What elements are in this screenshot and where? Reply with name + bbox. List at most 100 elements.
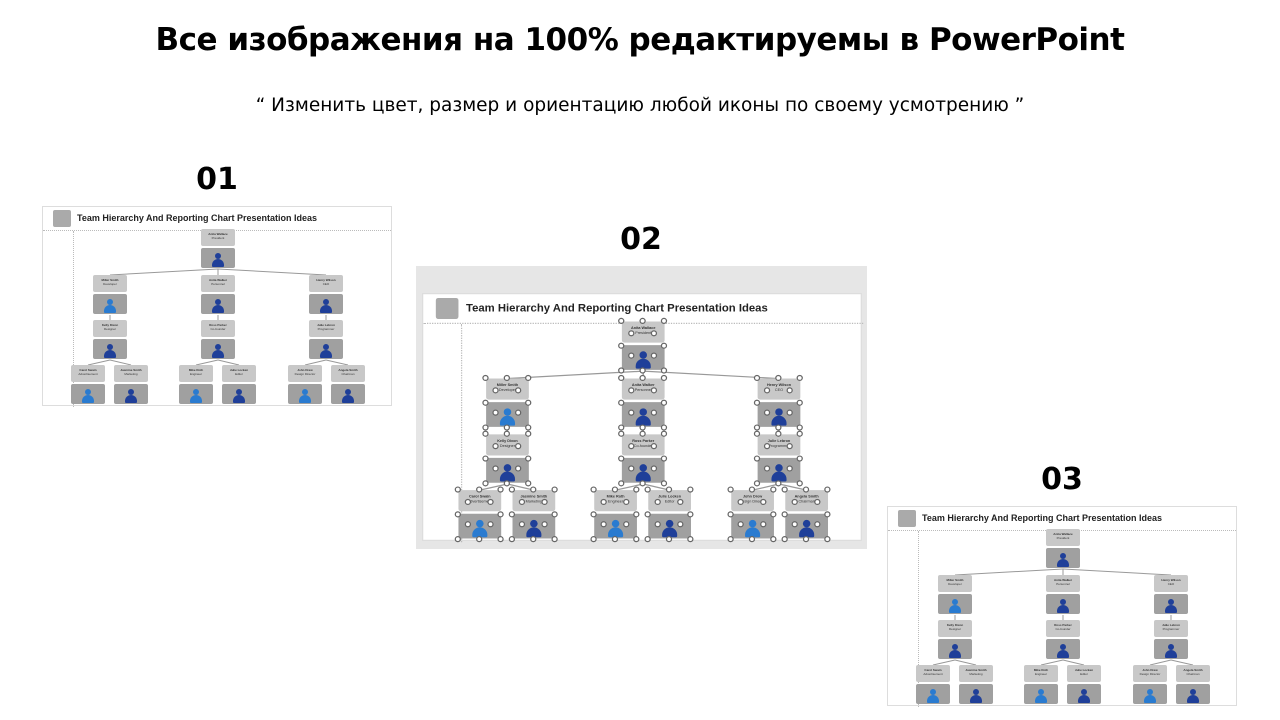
selection-handle[interactable] xyxy=(753,424,761,431)
selection-handle[interactable] xyxy=(796,430,803,437)
selection-handle[interactable] xyxy=(650,330,658,337)
selection-handle[interactable] xyxy=(775,374,782,382)
selection-handle[interactable] xyxy=(618,342,625,349)
selection-handle[interactable] xyxy=(497,536,504,543)
selection-handle[interactable] xyxy=(802,536,810,543)
selection-handle[interactable] xyxy=(541,521,548,528)
selection-handle[interactable] xyxy=(727,536,734,543)
selection-handle[interactable] xyxy=(786,409,793,416)
selection-handle[interactable] xyxy=(748,536,756,543)
selection-handle[interactable] xyxy=(753,455,761,462)
selection-handle[interactable] xyxy=(770,486,777,493)
selection-handle[interactable] xyxy=(650,387,658,394)
selection-handle[interactable] xyxy=(814,498,821,506)
selection-handle[interactable] xyxy=(530,486,537,493)
selection-handle[interactable] xyxy=(454,486,461,493)
selection-handle[interactable] xyxy=(492,443,499,450)
selection-handle[interactable] xyxy=(476,536,483,543)
selection-handle[interactable] xyxy=(763,387,771,394)
selection-handle[interactable] xyxy=(454,536,461,543)
selection-handle[interactable] xyxy=(618,480,625,487)
selection-handle[interactable] xyxy=(628,465,635,472)
selection-handle[interactable] xyxy=(600,498,607,506)
selection-handle[interactable] xyxy=(492,409,499,416)
selection-handle[interactable] xyxy=(515,443,522,450)
selection-handle[interactable] xyxy=(781,486,788,493)
selection-handle[interactable] xyxy=(487,498,494,506)
selection-handle[interactable] xyxy=(781,536,788,543)
selection-handle[interactable] xyxy=(660,455,668,462)
selection-handle[interactable] xyxy=(600,521,607,528)
selection-handle[interactable] xyxy=(677,521,684,528)
selection-handle[interactable] xyxy=(618,367,625,374)
selection-handle[interactable] xyxy=(796,424,803,431)
selection-handle[interactable] xyxy=(791,498,798,506)
selection-handle[interactable] xyxy=(503,374,510,382)
selection-handle[interactable] xyxy=(639,424,646,431)
selection-handle[interactable] xyxy=(775,480,782,487)
selection-handle[interactable] xyxy=(530,536,537,543)
selection-handle[interactable] xyxy=(760,498,767,506)
selection-handle[interactable] xyxy=(508,536,516,543)
selection-handle[interactable] xyxy=(814,521,821,528)
selection-handle[interactable] xyxy=(482,374,489,382)
selection-handle[interactable] xyxy=(618,374,625,382)
selection-handle[interactable] xyxy=(748,486,756,493)
selection-handle[interactable] xyxy=(654,521,661,528)
selection-handle[interactable] xyxy=(802,486,810,493)
selection-handle[interactable] xyxy=(796,455,803,462)
selection-handle[interactable] xyxy=(644,486,651,493)
selection-handle[interactable] xyxy=(497,511,504,518)
selection-handle[interactable] xyxy=(644,511,651,518)
selection-handle[interactable] xyxy=(551,511,558,518)
selection-handle[interactable] xyxy=(518,498,526,506)
selection-handle[interactable] xyxy=(775,424,782,431)
selection-handle[interactable] xyxy=(518,521,526,528)
selection-handle[interactable] xyxy=(551,536,558,543)
selection-handle[interactable] xyxy=(633,536,640,543)
selection-handle[interactable] xyxy=(763,465,771,472)
selection-handle[interactable] xyxy=(644,536,651,543)
selection-handle[interactable] xyxy=(492,465,499,472)
selection-handle[interactable] xyxy=(753,430,761,437)
selection-handle[interactable] xyxy=(633,486,640,493)
selection-handle[interactable] xyxy=(639,317,646,324)
selection-handle[interactable] xyxy=(482,424,489,431)
selection-handle[interactable] xyxy=(660,317,668,324)
selection-handle[interactable] xyxy=(786,387,793,394)
selection-handle[interactable] xyxy=(770,536,777,543)
selection-handle[interactable] xyxy=(660,430,668,437)
selection-handle[interactable] xyxy=(628,387,635,394)
selection-handle[interactable] xyxy=(464,498,472,506)
selection-handle[interactable] xyxy=(727,486,734,493)
selection-handle[interactable] xyxy=(677,498,684,506)
selection-handle[interactable] xyxy=(824,486,831,493)
selection-handle[interactable] xyxy=(737,521,744,528)
selection-handle[interactable] xyxy=(618,317,625,324)
selection-handle[interactable] xyxy=(623,498,630,506)
selection-handle[interactable] xyxy=(775,430,782,437)
selection-handle[interactable] xyxy=(618,424,625,431)
selection-handle[interactable] xyxy=(687,486,694,493)
selection-handle[interactable] xyxy=(482,455,489,462)
selection-handle[interactable] xyxy=(628,352,635,359)
selection-handle[interactable] xyxy=(824,511,831,518)
selection-handle[interactable] xyxy=(525,480,532,487)
selection-handle[interactable] xyxy=(687,536,694,543)
selection-handle[interactable] xyxy=(786,465,793,472)
selection-handle[interactable] xyxy=(618,455,625,462)
selection-handle[interactable] xyxy=(660,480,668,487)
selection-handle[interactable] xyxy=(796,374,803,382)
selection-handle[interactable] xyxy=(753,374,761,382)
selection-handle[interactable] xyxy=(650,465,658,472)
selection-handle[interactable] xyxy=(525,424,532,431)
selection-handle[interactable] xyxy=(482,480,489,487)
selection-handle[interactable] xyxy=(796,480,803,487)
selection-handle[interactable] xyxy=(551,486,558,493)
selection-handle[interactable] xyxy=(525,455,532,462)
selection-handle[interactable] xyxy=(796,399,803,406)
selection-handle[interactable] xyxy=(763,409,771,416)
selection-handle[interactable] xyxy=(763,443,771,450)
selection-handle[interactable] xyxy=(618,430,625,437)
selection-handle[interactable] xyxy=(737,498,744,506)
